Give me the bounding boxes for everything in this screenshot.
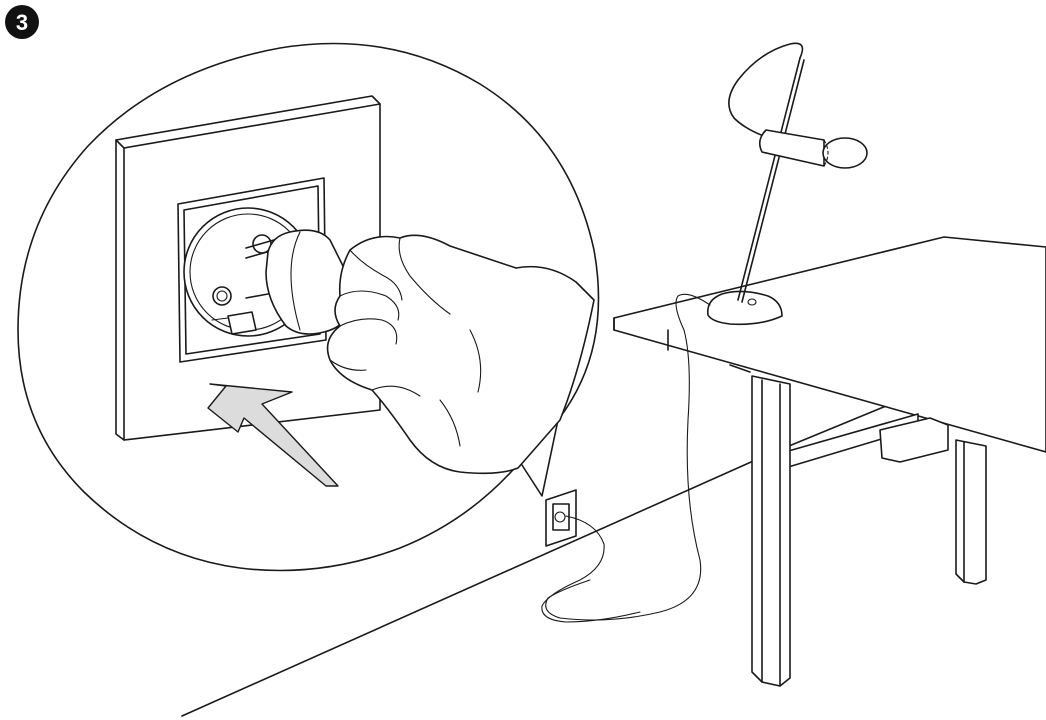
step-badge: 3 <box>5 5 39 39</box>
table <box>614 237 1046 686</box>
step-number: 3 <box>16 10 28 35</box>
wall-socket-small <box>542 490 640 622</box>
